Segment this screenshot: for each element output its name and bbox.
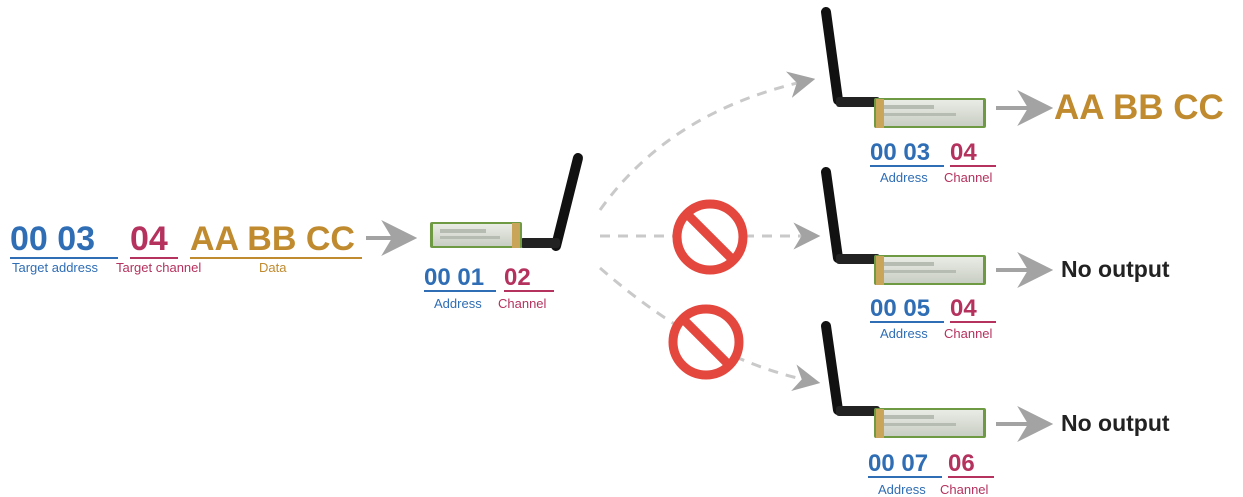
packet-channel-label: Target channel <box>116 260 202 275</box>
sender-channel: 02 <box>504 264 531 291</box>
receiver-channel-label: Channel <box>944 326 993 341</box>
receiver-address: 00 07 <box>868 450 929 477</box>
receiver-channel-label: Channel <box>940 482 989 497</box>
receiver-2-output: No output <box>1061 256 1170 282</box>
antenna-icon <box>821 7 843 105</box>
receiver-channel: 06 <box>948 450 975 477</box>
sender-address-label: Address <box>434 296 482 311</box>
receiver-3-output: No output <box>1061 410 1170 436</box>
sender-channel-label: Channel <box>498 296 547 311</box>
packet-address-label: Target address <box>12 260 98 275</box>
packet-address: 00 03 <box>10 222 118 259</box>
packet-channel: 04 <box>130 222 178 259</box>
receiver-2-radio-module-icon <box>821 167 986 285</box>
receiver-channel: 04 <box>950 295 977 322</box>
packet-data-label: Data <box>259 260 287 275</box>
receiver-1-output: AA BB CC <box>1054 88 1224 127</box>
no-entry-icon <box>672 199 748 275</box>
receiver-address-label: Address <box>878 482 926 497</box>
sender-radio-module-icon <box>430 153 583 251</box>
antenna-icon <box>821 167 843 263</box>
path-to-receiver-1 <box>598 71 816 211</box>
receiver-address-label: Address <box>880 170 928 185</box>
antenna-icon <box>551 153 583 251</box>
receiver-address: 00 03 <box>870 139 931 166</box>
no-entry-icon <box>668 304 744 380</box>
receiver-channel-label: Channel <box>944 170 993 185</box>
packet-data: AA BB CC <box>190 222 362 259</box>
sender-address: 00 01 <box>424 264 485 291</box>
receiver-address-label: Address <box>880 326 928 341</box>
receiver-address: 00 05 <box>870 295 931 322</box>
antenna-icon <box>821 321 843 415</box>
receiver-3-radio-module-icon <box>821 321 986 438</box>
receiver-1-radio-module-icon <box>821 7 986 128</box>
receiver-channel: 04 <box>950 139 977 166</box>
